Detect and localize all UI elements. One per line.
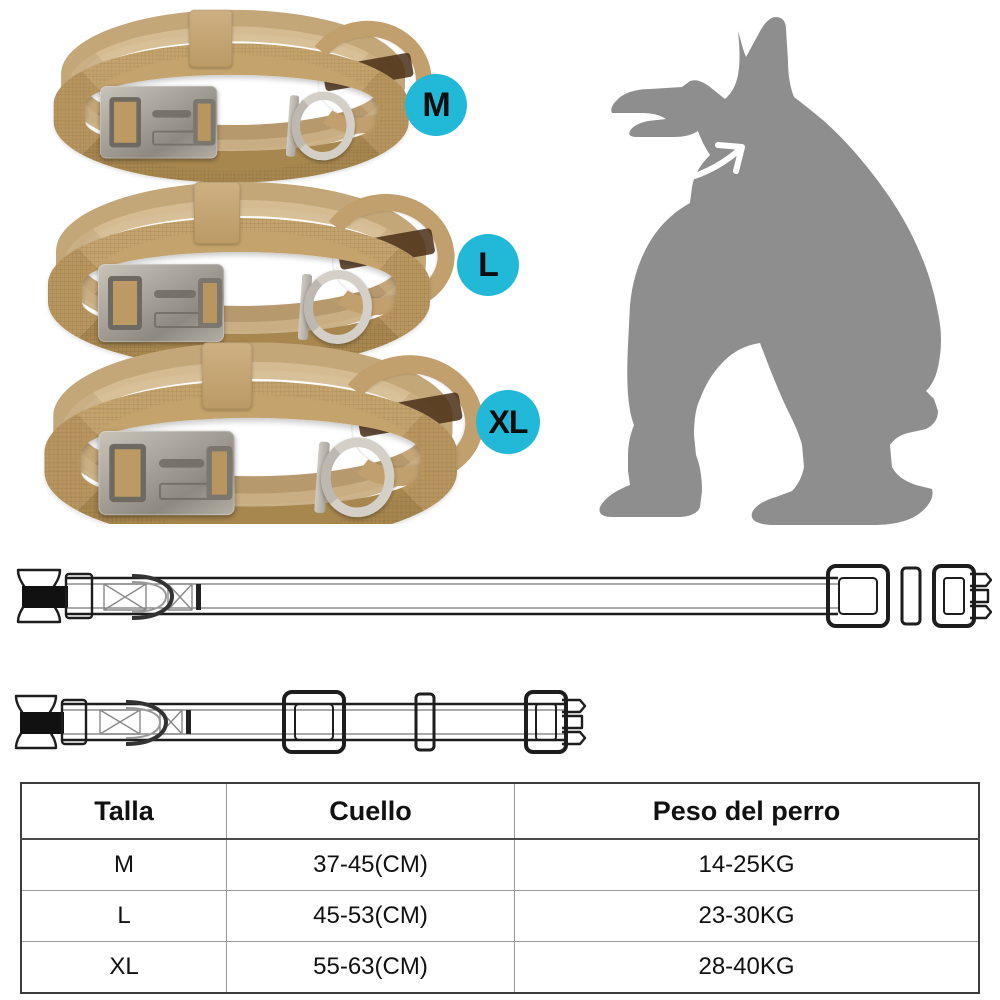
buckle-slot <box>109 97 141 148</box>
cell-cuello: 55-63(CM) <box>226 941 515 994</box>
dog-body-path <box>599 17 941 525</box>
collar-metal-buckle <box>100 85 218 159</box>
photo-right-mask <box>540 0 600 540</box>
buckle-emboss-bar <box>152 110 192 118</box>
collar-keeper-loop <box>202 342 252 410</box>
neck-measure-arrow-line <box>609 148 741 186</box>
cell-cuello: 37-45(CM) <box>226 838 515 891</box>
size-badge-label: XL <box>488 404 529 440</box>
size-badge-m: M <box>405 74 467 136</box>
cell-cuello: 45-53(CM) <box>226 890 515 942</box>
buckle-slot <box>108 276 142 330</box>
table-row: XL 55-63(CM) 28-40KG <box>20 941 980 994</box>
collar-photo-l <box>42 178 462 393</box>
table-header-row: Talla Cuello Peso del perro <box>20 782 980 840</box>
collar-photo-xl <box>38 338 492 570</box>
buckle-tongue <box>198 278 222 328</box>
dog-icon <box>599 17 941 525</box>
buckle-emboss-bar <box>154 290 196 298</box>
dog-silhouette-diagram <box>590 15 990 525</box>
cell-peso: 28-40KG <box>514 941 980 994</box>
column-header-cuello: Cuello <box>226 782 515 840</box>
cell-peso: 23-30KG <box>514 890 980 942</box>
size-badge-label: M <box>422 86 450 124</box>
cell-talla: M <box>20 838 227 891</box>
buckle-emboss-box <box>154 312 204 328</box>
photo-bottom-mask <box>0 524 600 548</box>
collar-line-drawing-large <box>8 548 993 644</box>
table-row: L 45-53(CM) 23-30KG <box>20 890 980 942</box>
size-chart-table: Talla Cuello Peso del perro M 37-45(CM) … <box>20 782 980 994</box>
neck-measure-arrow-head <box>715 142 745 174</box>
collar-metal-buckle <box>98 430 235 516</box>
cell-talla: L <box>20 890 227 942</box>
table-row: M 37-45(CM) 14-25KG <box>20 838 980 891</box>
cell-peso: 14-25KG <box>514 838 980 891</box>
collar-keeper-loop <box>189 9 233 68</box>
size-badge-l: L <box>457 234 519 296</box>
collar-metal-buckle <box>98 264 224 342</box>
buckle-tongue <box>206 446 233 500</box>
collar-line-drawing-small <box>8 678 618 770</box>
buckle-emboss-box <box>158 482 213 500</box>
buckle-slot <box>109 443 146 503</box>
collar-keeper-loop <box>194 182 240 244</box>
cell-talla: XL <box>20 941 227 994</box>
buckle-tongue <box>193 99 216 146</box>
collar-photo-m <box>48 6 439 206</box>
buckle-emboss-box <box>152 130 199 146</box>
column-header-peso: Peso del perro <box>514 782 980 840</box>
column-header-talla: Talla <box>20 782 227 840</box>
buckle-emboss-bar <box>158 458 205 468</box>
size-badge-label: L <box>478 246 499 284</box>
size-badge-xl: XL <box>476 390 540 454</box>
collar-photos-panel <box>0 0 580 544</box>
